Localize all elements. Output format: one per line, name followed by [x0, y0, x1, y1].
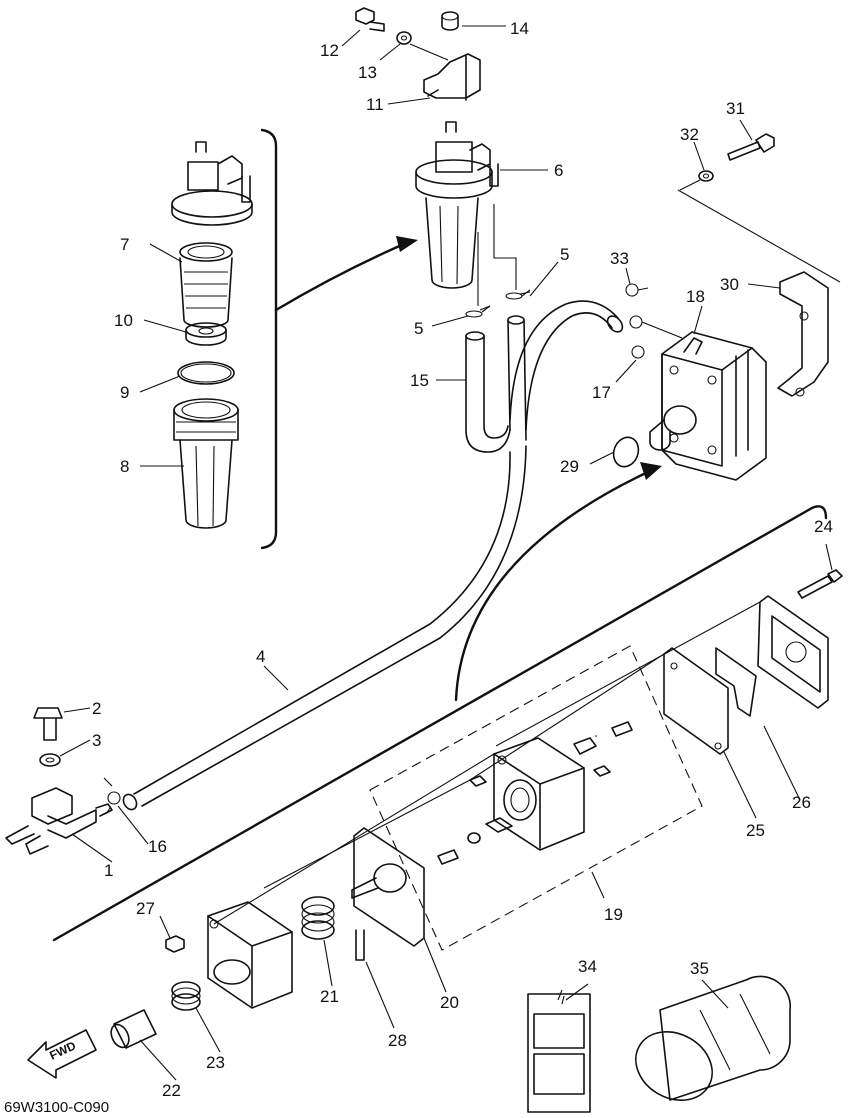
- diagram-code: 69W3100-C090: [4, 1099, 109, 1116]
- callout-6: 6: [554, 161, 563, 180]
- callout-34: 34: [578, 957, 597, 976]
- bolt-12: [355, 7, 385, 32]
- section-divider: [52, 505, 828, 942]
- cover-26: [715, 595, 829, 717]
- o-ring-9: [177, 361, 235, 385]
- o-ring-29: [612, 436, 640, 468]
- leader-lines: [59, 25, 833, 1081]
- callout-28: 28: [388, 1031, 407, 1050]
- callout-7: 7: [120, 235, 129, 254]
- label-34: [527, 989, 591, 1113]
- bolt-24: [797, 569, 843, 599]
- callout-1: 1: [104, 861, 113, 880]
- clips-17-33: [625, 283, 683, 359]
- spring-23: [171, 981, 201, 1011]
- callout-29: 29: [560, 457, 579, 476]
- plunger-22: [110, 1009, 157, 1049]
- fuel-filter-6: [415, 121, 499, 289]
- bracket-30: [777, 271, 829, 397]
- callout-20: 20: [440, 993, 459, 1012]
- callout-19: 19: [604, 905, 623, 924]
- callout-24: 24: [814, 517, 833, 536]
- callout-8: 8: [120, 457, 129, 476]
- callout-30: 30: [720, 275, 739, 294]
- callout-18: 18: [686, 287, 705, 306]
- callout-2: 2: [92, 699, 101, 718]
- bolt-31: [727, 133, 775, 161]
- hose-clip-5-upper: [505, 289, 531, 300]
- washer-3: [39, 753, 61, 767]
- pump-body: [437, 721, 633, 865]
- collar-14: [441, 11, 459, 31]
- filter-head-detail: [171, 141, 253, 226]
- callout-5-upper: 5: [560, 245, 569, 264]
- hose-clip-5-lower: [465, 305, 491, 318]
- callout-17: 17: [592, 383, 611, 402]
- fuel-pump-18: [649, 331, 767, 481]
- hose-15: [465, 300, 624, 453]
- bolt-2: [33, 707, 63, 741]
- callout-labels: 1 2 3 4 5 5 6 7 8 9 10 11 12 13 14 15 16…: [92, 19, 833, 1100]
- fwd-label: FWD: [47, 1038, 78, 1062]
- detail-bracket: [260, 128, 278, 550]
- pump-cover: [207, 901, 293, 1009]
- callout-9: 9: [120, 383, 129, 402]
- callout-35: 35: [690, 959, 709, 978]
- callout-3: 3: [92, 731, 101, 750]
- bracket-11: [423, 53, 481, 101]
- gasket-25: [663, 647, 729, 755]
- callout-27: 27: [136, 899, 155, 918]
- callout-15: 15: [410, 371, 429, 390]
- pump-body-group-19: [369, 645, 703, 951]
- filter-cup-8: [173, 398, 239, 529]
- float-10: [185, 322, 227, 346]
- callout-14: 14: [510, 19, 529, 38]
- rod-28: [355, 929, 365, 961]
- spring-21: [301, 896, 335, 940]
- callout-21: 21: [320, 987, 339, 1006]
- fuel-joint-1: [5, 787, 113, 855]
- callout-16: 16: [148, 837, 167, 856]
- clip-16: [103, 777, 121, 815]
- callout-23: 23: [206, 1053, 225, 1072]
- callout-5-lower: 5: [414, 319, 423, 338]
- callout-25: 25: [746, 821, 765, 840]
- pump-arrow: [454, 470, 650, 702]
- callout-12: 12: [320, 41, 339, 60]
- callout-32: 32: [680, 125, 699, 144]
- detail-arrow: [274, 242, 406, 312]
- callout-33: 33: [610, 249, 629, 268]
- washer-13: [396, 31, 412, 45]
- filter-element-7: [179, 242, 233, 328]
- callout-13: 13: [358, 63, 377, 82]
- forward-direction-arrow: FWD: [27, 1029, 97, 1079]
- fuel-hose-4: [122, 445, 527, 811]
- callout-4: 4: [256, 647, 265, 666]
- washer-32: [698, 170, 714, 182]
- callout-26: 26: [792, 793, 811, 812]
- callout-22: 22: [162, 1081, 181, 1100]
- callout-31: 31: [726, 99, 745, 118]
- callout-10: 10: [114, 311, 133, 330]
- callout-11: 11: [366, 95, 384, 114]
- hose-cover-35: [635, 975, 792, 1101]
- nut-27: [165, 935, 185, 953]
